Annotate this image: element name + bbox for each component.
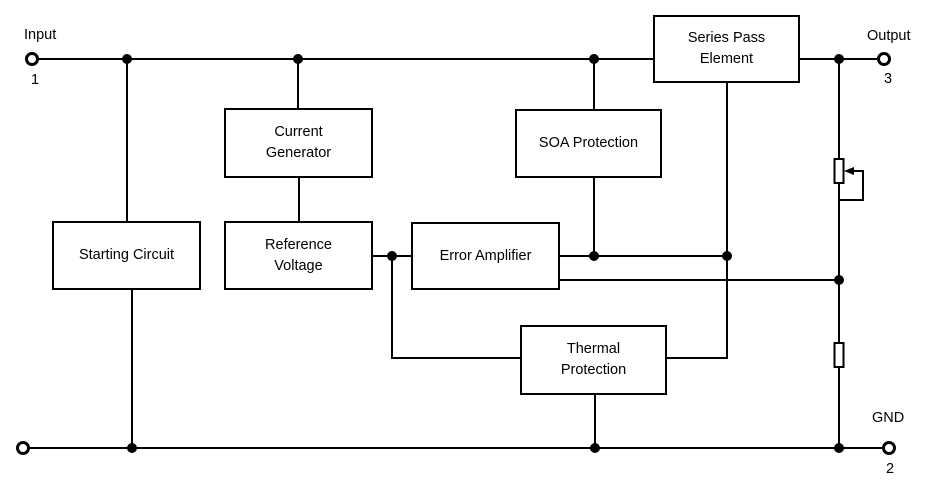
block-error-amplifier: Error Amplifier <box>411 222 560 290</box>
adjustable-resistor-icon <box>833 158 845 184</box>
junction-dot <box>387 251 397 261</box>
wire-wiper-wire <box>839 170 864 201</box>
junction-dot <box>589 251 599 261</box>
junction-dot <box>589 54 599 64</box>
block-current-generator: Current Generator <box>224 108 373 178</box>
block-reference-voltage: Reference Voltage <box>224 221 373 290</box>
junction-dot <box>834 54 844 64</box>
junction-dot <box>834 275 844 285</box>
terminal-label-input: Input <box>24 27 57 43</box>
divider-resistor-icon <box>833 342 845 368</box>
terminal-label-output: Output <box>867 28 911 44</box>
terminal-output-icon <box>877 52 891 66</box>
junction-dot <box>127 443 137 453</box>
terminal-ground-left-icon <box>16 441 30 455</box>
terminal-pin-ground: 2 <box>886 461 895 477</box>
junction-dot <box>122 54 132 64</box>
junction-dot <box>293 54 303 64</box>
terminal-ground-icon <box>882 441 896 455</box>
wire-reference-to-thermal <box>391 256 520 359</box>
junction-dot <box>834 443 844 453</box>
block-starting-circuit: Starting Circuit <box>52 221 201 290</box>
block-thermal-protection: Thermal Protection <box>520 325 667 395</box>
block-series-pass-element: Series Pass Element <box>653 15 800 83</box>
terminal-label-ground: GND <box>872 410 905 426</box>
block-soa-protection: SOA Protection <box>515 109 662 178</box>
terminal-pin-output: 3 <box>884 71 893 87</box>
terminal-pin-input: 1 <box>31 72 40 88</box>
junction-dot <box>590 443 600 453</box>
terminal-input-icon <box>25 52 39 66</box>
wire-series-pass-drive <box>667 83 728 359</box>
junction-dot <box>722 251 732 261</box>
wiper-arrow-icon <box>844 167 854 175</box>
